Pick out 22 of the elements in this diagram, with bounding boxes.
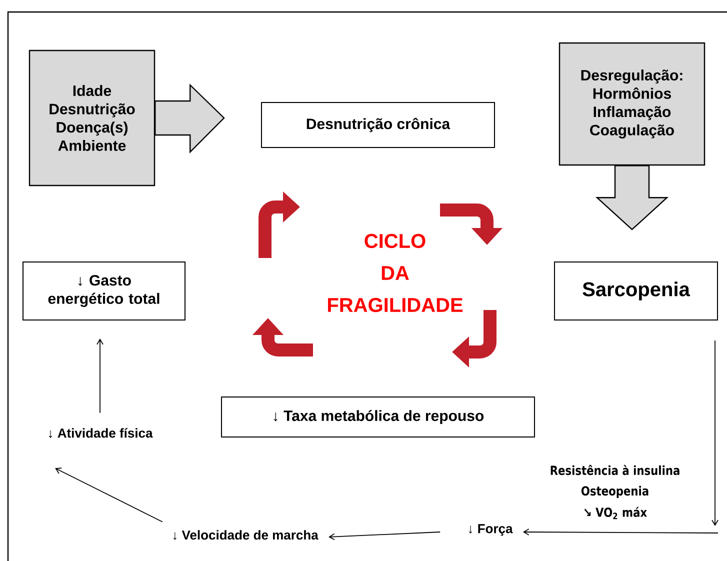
cycle-title: FRAGILIDADE <box>328 298 463 312</box>
node-text: ↓ Atividade física <box>49 428 153 438</box>
note-text: Osteopenia <box>581 486 648 498</box>
block-arrow <box>595 165 669 230</box>
node-text: ↓ Força <box>468 524 513 536</box>
factor-box: Desregulação: Hormônios Inflamação Coagulação <box>558 42 706 166</box>
process-box: Desnutrição crônica <box>261 102 495 148</box>
block-arrow <box>154 84 225 154</box>
process-box: Sarcopenia <box>554 262 718 320</box>
process-box: ↓ Gasto energético total <box>22 262 186 320</box>
factor-box: Idade Desnutrição Doença(s) Ambiente <box>28 50 156 186</box>
arrow <box>328 532 440 540</box>
arrow <box>712 340 718 526</box>
arrow <box>522 528 718 536</box>
arrow <box>55 468 163 522</box>
arrow <box>96 338 104 414</box>
note-text: Resistência à insulina <box>550 464 680 476</box>
node-text: ↓ Velocidade de marcha <box>173 530 318 540</box>
note-text: ↘ VO$_{2}$ máx <box>584 506 647 520</box>
process-box: ↓ Taxa metabólica de repouso <box>221 396 535 438</box>
cycle-title: CICLO <box>364 234 426 248</box>
cycle-title: DA <box>382 266 409 280</box>
